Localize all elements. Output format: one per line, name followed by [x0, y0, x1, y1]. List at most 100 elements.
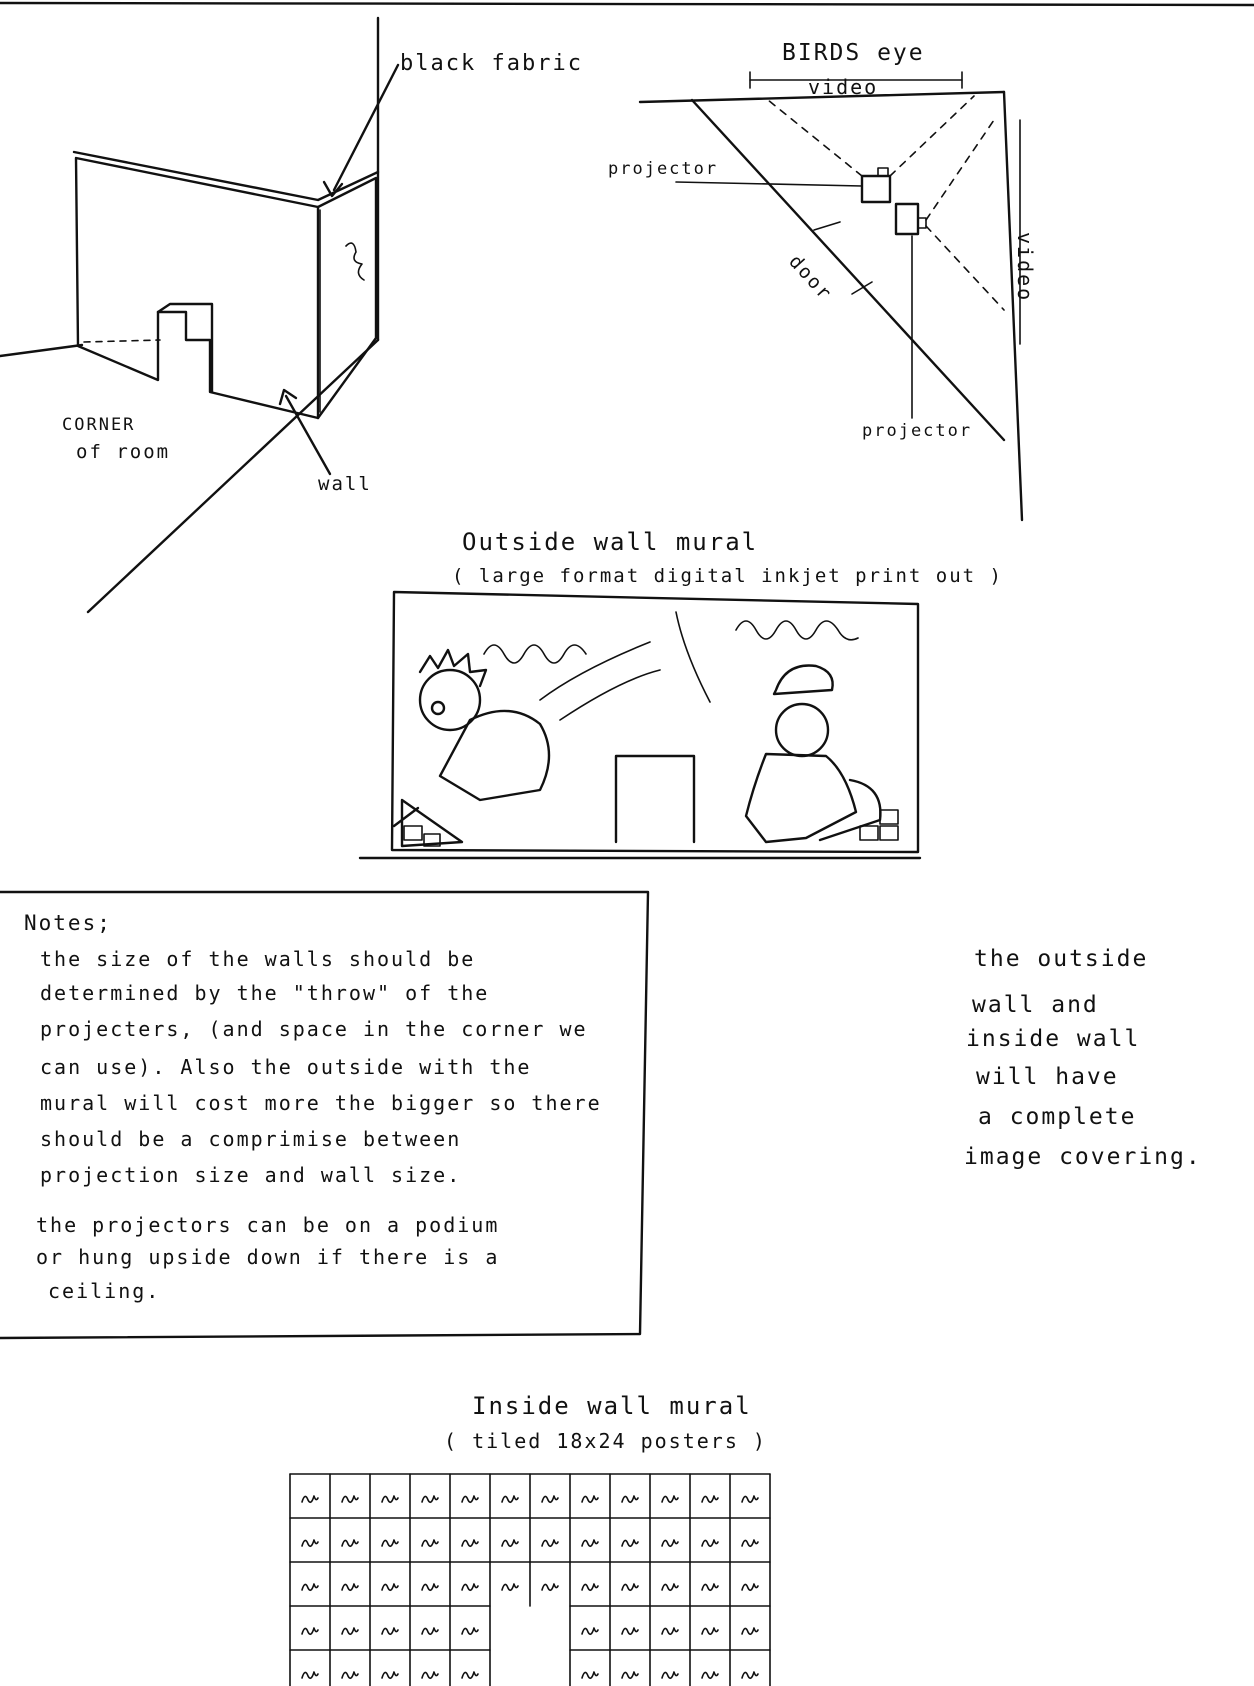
mural-door — [614, 754, 696, 844]
poster-squiggle — [581, 1539, 599, 1548]
inside-mural-sketch: Inside wall mural ( tiled 18x24 posters … — [289, 1392, 771, 1686]
label-of-room: of room — [76, 441, 170, 463]
label-projector-1: projector — [608, 159, 718, 179]
outside-mural-subtitle: ( large format digital inkjet print out … — [452, 565, 1003, 587]
side-note-line-3: inside wall — [966, 1026, 1140, 1052]
label-door: door — [784, 251, 836, 306]
notes-heading: Notes; — [24, 911, 112, 935]
poster-grid — [289, 1473, 771, 1686]
notes-line-4: can use). Also the outside with the — [40, 1055, 531, 1079]
notes-line-1: the size of the walls should be — [40, 947, 475, 971]
poster-squiggle — [701, 1627, 719, 1636]
label-video-side: video — [1013, 232, 1037, 302]
mural-figure-right — [744, 664, 899, 844]
poster-squiggle — [621, 1539, 639, 1548]
notes-box — [0, 890, 650, 1340]
projection-ray — [767, 99, 863, 177]
poster-squiggle — [621, 1495, 639, 1504]
projector-1-leader — [675, 181, 863, 187]
poster-squiggle — [581, 1495, 599, 1504]
poster-squiggle — [541, 1539, 559, 1548]
side-note-line-4: will have — [976, 1064, 1119, 1090]
poster-squiggle — [421, 1539, 439, 1548]
poster-squiggle — [741, 1627, 759, 1636]
outside-mural-title: Outside wall mural — [462, 528, 758, 556]
outer-wall-side — [316, 176, 378, 420]
label-wall: wall — [318, 473, 372, 495]
mural-tile — [403, 825, 423, 841]
poster-squiggle — [741, 1583, 759, 1592]
poster-squiggle — [461, 1495, 479, 1504]
poster-squiggle — [341, 1583, 359, 1592]
poster-squiggle — [621, 1627, 639, 1636]
mural-squiggle-left — [483, 644, 587, 664]
side-note-line-6: image covering. — [964, 1144, 1202, 1170]
poster-squiggle — [341, 1671, 359, 1680]
floor-dashed-line — [83, 339, 161, 343]
figure-right-cap — [772, 664, 834, 696]
notes-line-3: projecters, (and space in the corner we — [40, 1017, 588, 1041]
figure-left-eye — [430, 700, 446, 716]
poster-squiggle — [661, 1671, 679, 1680]
poster-squiggle — [621, 1583, 639, 1592]
label-projector-2: projector — [862, 421, 972, 441]
label-black-fabric: black fabric — [400, 51, 583, 76]
poster-squiggle — [461, 1627, 479, 1636]
poster-squiggle — [701, 1539, 719, 1548]
figure-left-hands — [392, 798, 464, 848]
poster-squiggle — [381, 1583, 399, 1592]
notes-line-2: determined by the "throw" of the — [40, 981, 489, 1005]
mural-squiggle-right — [735, 620, 859, 641]
poster-squiggle — [581, 1671, 599, 1680]
door-tick-2 — [851, 281, 873, 295]
poster-squiggle — [661, 1539, 679, 1548]
poster-squiggle — [381, 1671, 399, 1680]
figure-left-head — [418, 668, 482, 732]
side-note-line-5: a complete — [978, 1104, 1136, 1130]
black-fabric-top — [72, 150, 380, 202]
mural-tile — [879, 825, 899, 841]
room-floor-right-edge — [86, 338, 380, 614]
poster-squiggle — [741, 1495, 759, 1504]
outside-mural-sketch: Outside wall mural ( large format digita… — [358, 528, 1003, 860]
birds-eye-diagram: BIRDS eye video door projector projector… — [608, 40, 1037, 522]
door-opening — [156, 302, 214, 394]
fabric-arrow-head — [322, 180, 344, 198]
poster-squiggle — [661, 1583, 679, 1592]
poster-squiggle — [421, 1495, 439, 1504]
figure-left-body — [438, 709, 551, 802]
poster-squiggle — [381, 1495, 399, 1504]
poster-squiggle — [301, 1627, 319, 1636]
mural-tile — [879, 809, 899, 825]
figure-left-hair — [418, 648, 488, 688]
notes-line-8: the projectors can be on a podium — [36, 1213, 499, 1237]
poster-squiggle — [501, 1583, 519, 1592]
notes-line-5: mural will cost more the bigger so there — [40, 1091, 602, 1115]
figure-right-body — [744, 752, 858, 844]
projection-ray — [889, 95, 975, 177]
fabric-arrow-line — [332, 63, 400, 192]
wall-arrow-head — [278, 388, 298, 406]
birds-eye-title: BIRDS eye — [782, 40, 925, 66]
projection-ray — [925, 119, 995, 221]
poster-squiggle — [341, 1495, 359, 1504]
poster-squiggle — [461, 1539, 479, 1548]
mural-tile — [859, 825, 879, 841]
poster-squiggle — [301, 1495, 319, 1504]
projection-ray — [925, 225, 1005, 311]
poster-squiggle — [341, 1627, 359, 1636]
poster-squiggle — [501, 1495, 519, 1504]
poster-squiggle — [301, 1539, 319, 1548]
room-wall-right — [1002, 90, 1024, 522]
room-floor-left-edge — [0, 343, 84, 358]
side-note-line-1: the outside — [974, 946, 1148, 972]
poster-squiggle — [581, 1583, 599, 1592]
poster-squiggle — [461, 1583, 479, 1592]
projector-2-lens — [917, 217, 927, 229]
projector-1-lens — [877, 167, 889, 177]
poster-squiggle — [381, 1627, 399, 1636]
label-corner: CORNER — [62, 415, 135, 435]
poster-squiggle — [661, 1627, 679, 1636]
poster-squiggle — [621, 1671, 639, 1680]
